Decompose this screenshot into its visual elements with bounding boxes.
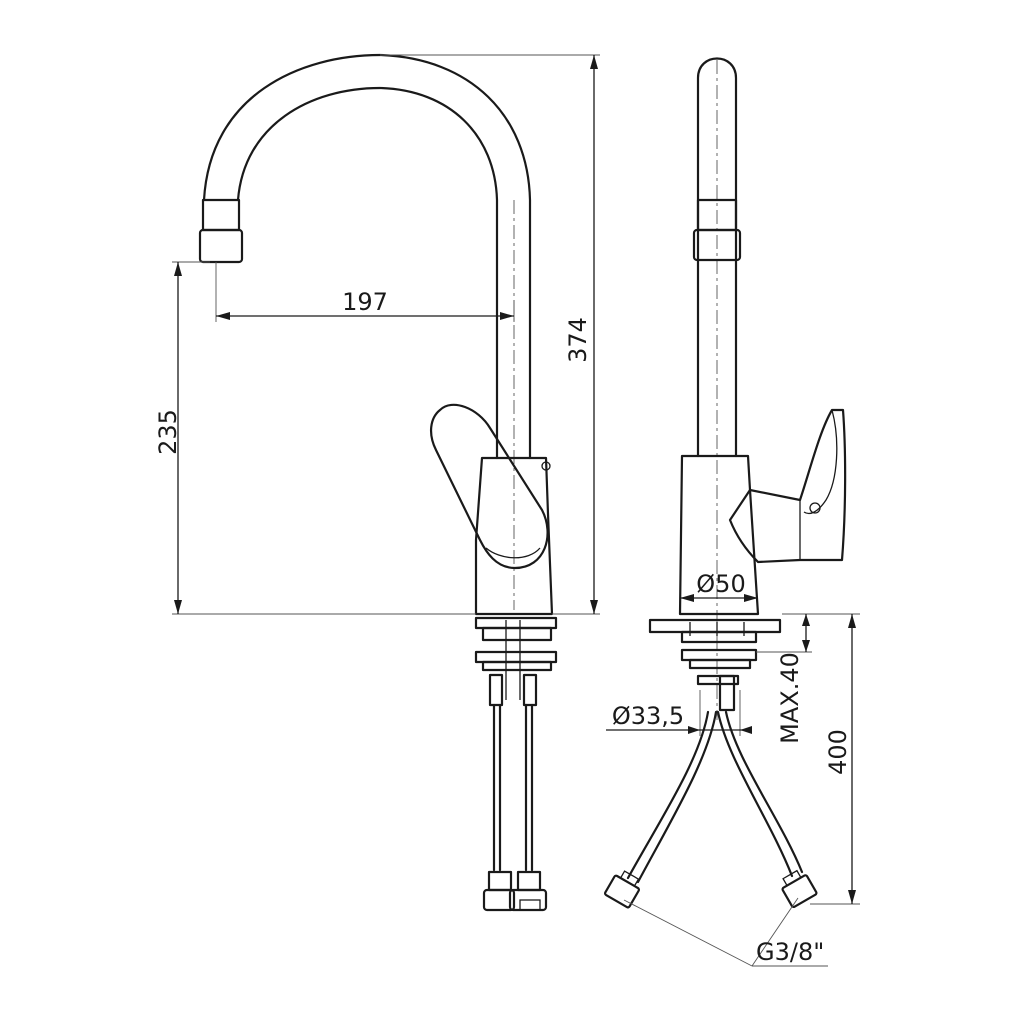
- hose-nut: [487, 870, 513, 892]
- dim-total-height: 374: [564, 317, 592, 363]
- side-hose-nut-left: [604, 874, 640, 909]
- dim-outlet-height: 235: [154, 409, 182, 455]
- front-view: [198, 53, 558, 912]
- dim-max-thickness: MAX.40: [776, 652, 804, 744]
- front-dimensions: 197 235 374: [154, 54, 600, 615]
- side-hose-nut-right: [781, 874, 818, 909]
- side-dimensions: Ø50 Ø33,5 MAX.40 400 G3/8": [606, 570, 860, 967]
- spout-outer-edge: [202, 53, 532, 460]
- dim-hole-diameter: Ø33,5: [612, 702, 684, 730]
- threaded-stud: [522, 673, 538, 707]
- threaded-stud: [488, 673, 504, 707]
- side-spout: [696, 57, 738, 458]
- side-view: [604, 57, 847, 909]
- dim-connection-thread: G3/8": [756, 938, 824, 966]
- side-threaded-stud: [718, 674, 736, 712]
- side-mounting-plate: [648, 618, 782, 634]
- dim-spout-reach: 197: [342, 288, 388, 316]
- side-faucet-body: [678, 454, 760, 616]
- aerator-outlet: [198, 228, 244, 264]
- side-hose-left: [626, 710, 710, 880]
- leader-thread-right: [751, 897, 799, 967]
- spout-inner-edge: [236, 86, 499, 460]
- dim-hose-length: 400: [824, 729, 852, 775]
- aerator-ring: [201, 198, 241, 232]
- side-lever-handle: [728, 408, 847, 564]
- mounting-plate: [474, 616, 558, 630]
- hose-nut: [516, 870, 542, 892]
- lever-handle: [430, 403, 549, 570]
- leader-thread-left: [623, 899, 753, 967]
- dim-body-diameter: Ø50: [696, 570, 745, 598]
